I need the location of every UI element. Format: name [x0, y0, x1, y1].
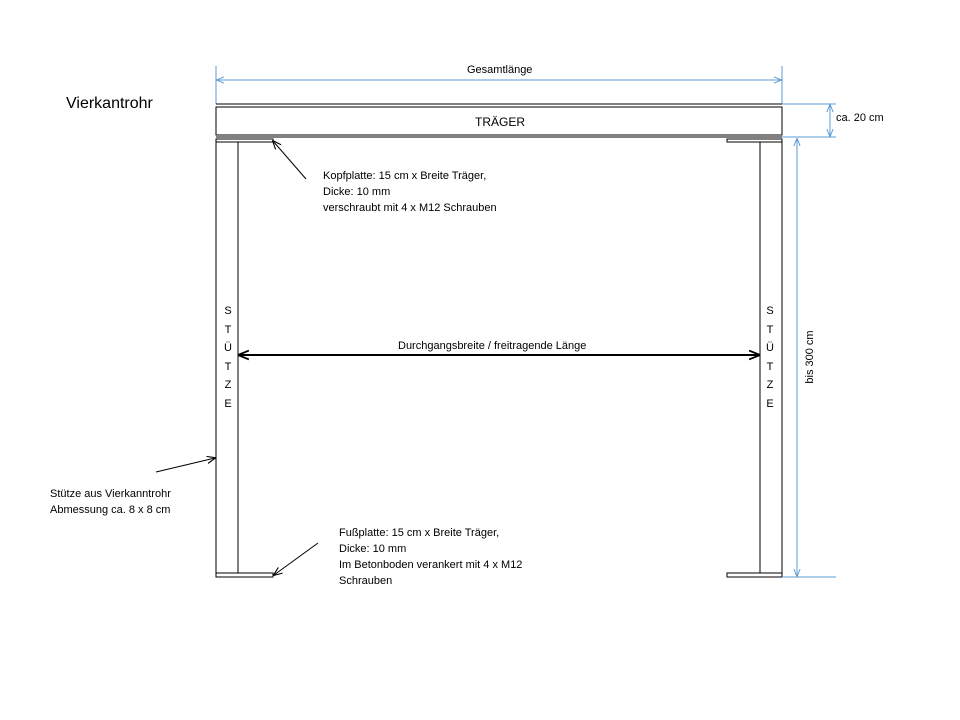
- base-plate-note-line: Fußplatte: 15 cm x Breite Träger,: [339, 527, 500, 539]
- column-profile-note-line: Stütze aus Vierkanntrohr: [50, 488, 171, 500]
- base-plate-note-line: Dicke: 10 mm: [339, 543, 407, 555]
- clear-span-label: Durchgangsbreite / freitragende Länge: [398, 340, 587, 352]
- head-plate-note-line: Dicke: 10 mm: [323, 186, 391, 198]
- base-plate-leader: [274, 542, 319, 575]
- head-plate-note-line: verschraubt mit 4 x M12 Schrauben: [323, 202, 497, 214]
- column-right-label: S T Ü T Z E: [766, 305, 774, 410]
- base-plate-note-line: Im Betonboden verankert mit 4 x M12: [339, 559, 523, 571]
- page-title: Vierkantrohr: [66, 95, 153, 112]
- head-plate-note-line: Kopfplatte: 15 cm x Breite Träger,: [323, 170, 487, 182]
- head-plate-left: [215, 138, 274, 143]
- column-profile-leader: [155, 458, 215, 473]
- beam-height-dimension: [782, 103, 836, 138]
- column-height-dimension: [782, 136, 836, 578]
- base-plate-note-line: Schrauben: [339, 575, 393, 587]
- beam: [215, 103, 783, 138]
- base-plate-right: [726, 572, 783, 578]
- base-plate-left: [215, 572, 274, 578]
- beam-label: TRÄGER: [475, 115, 526, 129]
- head-plate-note: Kopfplatte: 15 cm x Breite Träger, Dicke…: [323, 168, 497, 216]
- total-length-dimension: [215, 66, 783, 104]
- head-plate-right: [726, 138, 783, 143]
- column-profile-note-line: Abmessung ca. 8 x 8 cm: [50, 504, 171, 516]
- head-plate-leader: [273, 141, 307, 180]
- total-length-label: Gesamtlänge: [467, 64, 533, 76]
- column-left-label: S T Ü T Z E: [224, 305, 232, 410]
- column-height-label: bis 300 cm: [804, 330, 816, 384]
- column-profile-note: Stütze aus Vierkanntrohr Abmessung ca. 8…: [50, 486, 171, 518]
- beam-height-label: ca. 20 cm: [836, 112, 884, 124]
- base-plate-note: Fußplatte: 15 cm x Breite Träger, Dicke:…: [339, 525, 522, 589]
